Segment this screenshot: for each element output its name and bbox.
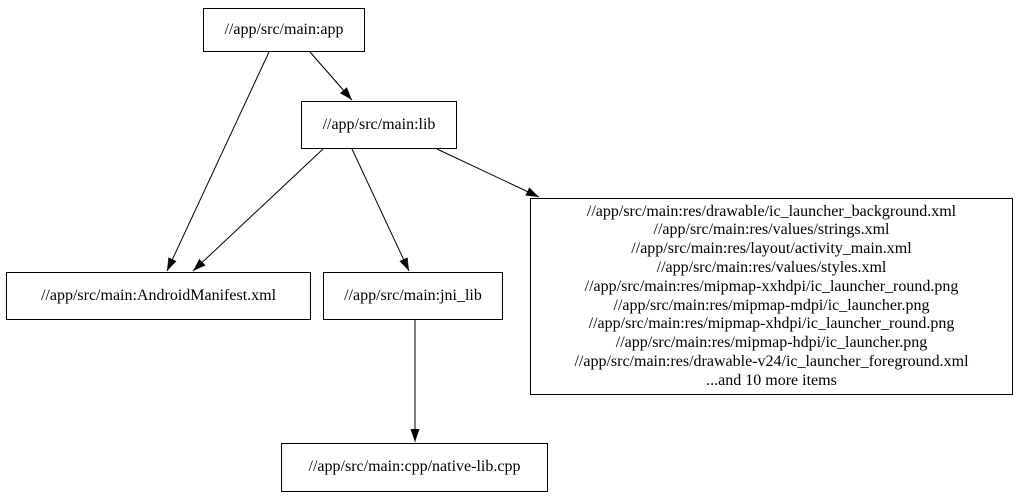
node-app: //app/src/main:app: [203, 8, 365, 52]
resource-item: //app/src/main:res/mipmap-xxhdpi/ic_laun…: [584, 277, 959, 295]
node-native-lib-cpp-label: //app/src/main:cpp/native-lib.cpp: [308, 458, 521, 476]
edge-app-to-lib: [309, 51, 353, 101]
node-jni-lib: //app/src/main:jni_lib: [323, 272, 503, 320]
node-lib: //app/src/main:lib: [301, 101, 457, 149]
resource-item: //app/src/main:res/mipmap-mdpi/ic_launch…: [613, 296, 930, 314]
resource-item: //app/src/main:res/mipmap-xhdpi/ic_launc…: [588, 315, 955, 333]
resource-item: //app/src/main:res/drawable-v24/ic_launc…: [574, 352, 969, 370]
resource-item: //app/src/main:res/values/styles.xml: [656, 258, 887, 276]
node-android-manifest-label: //app/src/main:AndroidManifest.xml: [40, 286, 277, 304]
node-native-lib-cpp: //app/src/main:cpp/native-lib.cpp: [281, 443, 548, 492]
resource-more-items: ...and 10 more items: [706, 371, 837, 389]
resource-item: //app/src/main:res/drawable/ic_launcher_…: [586, 202, 957, 220]
edge-lib-to-resources: [436, 148, 540, 198]
edge-lib-to-jni-lib: [351, 148, 410, 272]
node-resources: //app/src/main:res/drawable/ic_launcher_…: [530, 198, 1013, 395]
resource-item: //app/src/main:res/mipmap-hdpi/ic_launch…: [615, 334, 928, 352]
node-android-manifest: //app/src/main:AndroidManifest.xml: [6, 272, 311, 320]
node-jni-lib-label: //app/src/main:jni_lib: [344, 286, 482, 304]
edge-lib-to-android-manifest: [192, 148, 324, 272]
node-app-label: //app/src/main:app: [224, 20, 344, 38]
resource-item: //app/src/main:res/layout/activity_main.…: [631, 240, 912, 258]
resource-item: //app/src/main:res/values/strings.xml: [653, 221, 890, 239]
edge-app-to-android-manifest: [166, 51, 270, 272]
node-lib-label: //app/src/main:lib: [322, 115, 436, 133]
